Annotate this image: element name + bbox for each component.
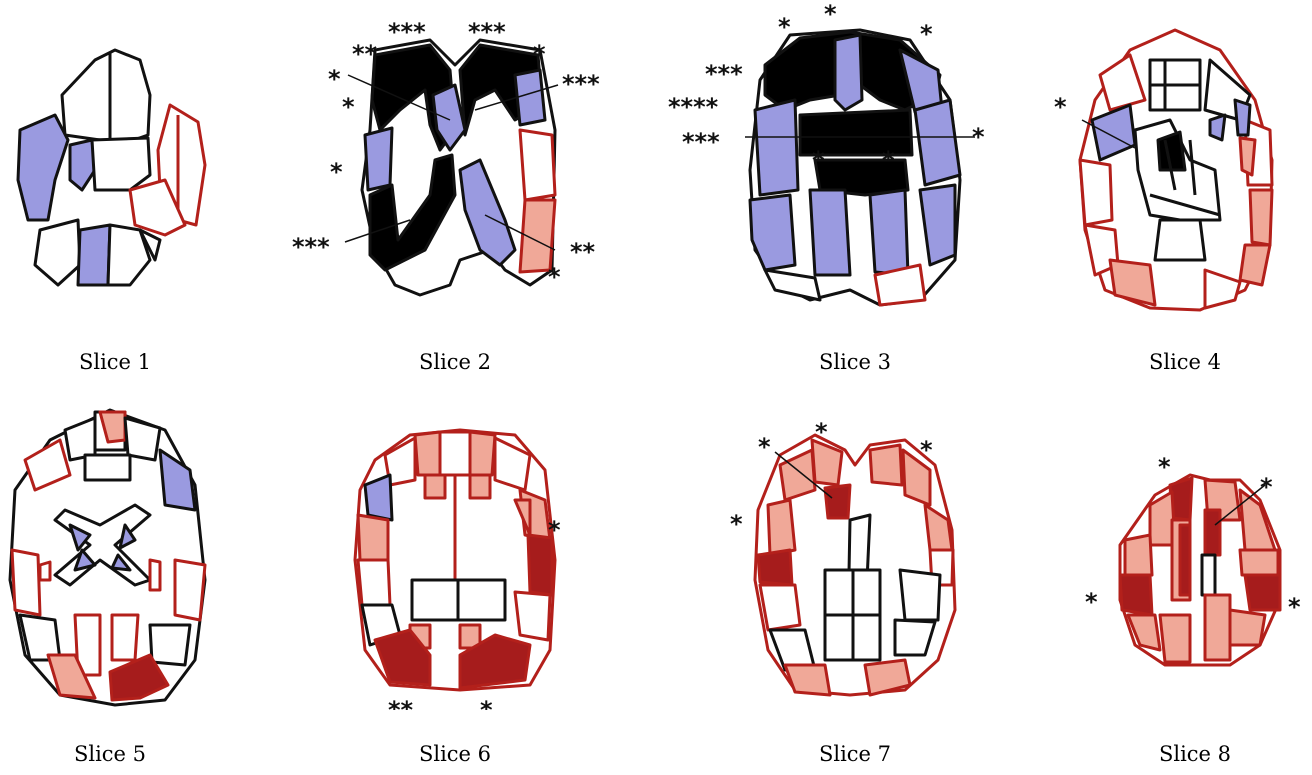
significance-marker: * [730, 510, 743, 538]
significance-marker: * [1158, 453, 1171, 481]
significance-marker: **** [668, 93, 719, 121]
significance-marker: * [330, 158, 343, 186]
significance-marker: * [758, 433, 771, 461]
slice-label: Slice 8 [1115, 742, 1275, 766]
slice-label: Slice 3 [775, 350, 935, 374]
slice-7-diagram: * * * * [720, 410, 980, 710]
significance-marker: * [972, 123, 985, 151]
slice-4-diagram: * [1040, 20, 1310, 320]
significance-marker: * [548, 516, 561, 544]
slice-8-diagram: * * * * [1080, 450, 1312, 690]
significance-marker: ** [388, 696, 414, 710]
significance-marker: ** [352, 40, 378, 68]
significance-marker: *** [682, 128, 720, 156]
significance-marker: * [548, 263, 561, 291]
significance-marker: * [920, 436, 933, 464]
significance-marker: * [1260, 473, 1273, 501]
significance-marker: * [778, 13, 791, 41]
significance-marker: * [812, 146, 825, 174]
significance-marker: * [328, 65, 341, 93]
significance-marker: *** [388, 18, 426, 46]
significance-marker: * [342, 93, 355, 121]
significance-marker: *** [705, 60, 743, 88]
slice-2-diagram: *** *** ** * * *** * * *** ** * [280, 10, 630, 320]
significance-marker: * [1054, 93, 1067, 121]
slice-label: Slice 7 [775, 742, 935, 766]
slice-label: Slice 6 [375, 742, 535, 766]
significance-marker: * [824, 0, 837, 28]
significance-marker: *** [468, 18, 506, 46]
significance-marker: ** [570, 238, 596, 266]
slice-label: Slice 4 [1105, 350, 1265, 374]
slice-label: Slice 2 [375, 350, 535, 374]
significance-marker: *** [562, 70, 600, 98]
significance-marker: * [1085, 588, 1098, 616]
slice-1-diagram [0, 40, 230, 300]
significance-marker: * [920, 20, 933, 48]
significance-marker: * [533, 40, 546, 68]
significance-marker: * [815, 418, 828, 446]
significance-marker: * [882, 146, 895, 174]
significance-marker: * [1288, 593, 1301, 621]
slice-5-diagram [0, 400, 220, 710]
slice-label: Slice 1 [35, 350, 195, 374]
significance-marker: * [480, 696, 493, 710]
slice-label: Slice 5 [30, 742, 190, 766]
slice-3-diagram: * * * *** **** *** * * * [650, 0, 1010, 320]
slice-6-diagram: * ** * [330, 420, 590, 710]
significance-marker: *** [292, 233, 330, 261]
